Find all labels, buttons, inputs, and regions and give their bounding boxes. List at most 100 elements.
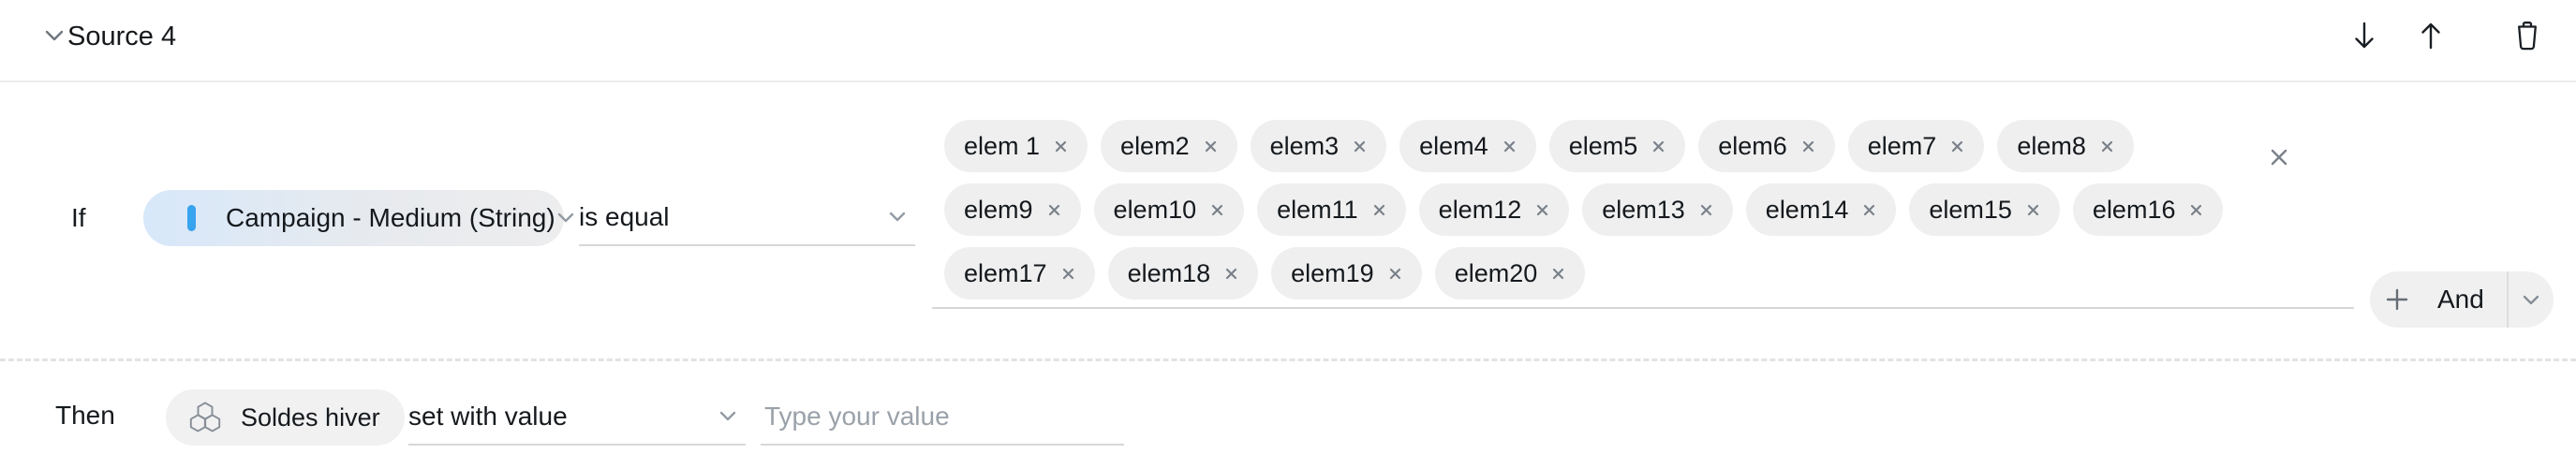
action-field-label: Soldes hiver (241, 402, 380, 431)
value-chip: elem16 (2072, 183, 2224, 236)
remove-chip-close-icon[interactable] (1047, 203, 1061, 217)
remove-chip-close-icon[interactable] (2189, 203, 2203, 217)
condition-field-label: Campaign - Medium (String) (226, 203, 555, 232)
value-chip: elem6 (1698, 120, 1835, 172)
remove-chip-close-icon[interactable] (1535, 203, 1549, 217)
header-divider (0, 80, 2576, 82)
value-chip: elem2 (1101, 120, 1237, 172)
remove-chip-close-icon[interactable] (1353, 139, 1367, 154)
section-dashed-divider (0, 358, 2576, 361)
value-chip: elem3 (1250, 120, 1387, 172)
value-chip-label: elem4 (1419, 131, 1488, 160)
remove-chip-close-icon[interactable] (1204, 139, 1218, 154)
and-button-divider (2507, 271, 2509, 328)
value-chip: elem17 (944, 247, 1095, 300)
value-chip-row: elem9 elem10 elem11 elem12 elem13 elem14 elem1… (944, 183, 2354, 236)
value-chip-label: elem5 (1568, 131, 1638, 160)
value-chip: elem7 (1847, 120, 1985, 172)
value-chip: elem19 (1271, 247, 1422, 300)
value-chip-label: elem9 (964, 195, 1033, 224)
chevron-down-icon (555, 212, 576, 225)
chevron-down-icon (887, 211, 908, 224)
value-chip-label: elem6 (1718, 131, 1787, 160)
remove-chip-close-icon[interactable] (1862, 203, 1876, 217)
value-chip-label: elem16 (2092, 195, 2176, 224)
remove-chip-close-icon[interactable] (1801, 139, 1815, 154)
value-chip-label: elem17 (964, 258, 1047, 287)
source-title: Source 4 (67, 22, 177, 51)
value-chip: elem15 (1909, 183, 2060, 236)
action-operator-dropdown[interactable]: set with value (408, 389, 746, 446)
field-type-bar-icon (187, 205, 196, 231)
value-chip-label: elem19 (1291, 258, 1374, 287)
value-chip: elem20 (1434, 247, 1586, 300)
condition-operator-dropdown[interactable]: is equal (579, 190, 915, 246)
arrow-down-icon (2347, 19, 2381, 52)
condition-keyword: If (71, 203, 86, 232)
value-chip-label: elem7 (1867, 131, 1937, 160)
condition-operator-label: is equal (579, 202, 670, 231)
chevron-down-icon (2522, 294, 2540, 306)
remove-chip-close-icon[interactable] (1224, 267, 1238, 281)
remove-chip-close-icon[interactable] (1388, 267, 1402, 281)
remove-chip-close-icon[interactable] (2100, 139, 2114, 154)
value-chip: elem8 (1997, 120, 2134, 172)
value-chip-label: elem13 (1602, 195, 1685, 224)
move-down-button[interactable] (2342, 13, 2387, 58)
value-chip-label: elem2 (1120, 131, 1190, 160)
move-up-button[interactable] (2408, 13, 2453, 58)
value-chip-label: elem3 (1269, 131, 1340, 160)
value-chip: elem14 (1745, 183, 1897, 236)
value-chip-label: elem 1 (964, 131, 1041, 160)
value-chip: elem9 (944, 183, 1081, 236)
value-chip-row: elem17 elem18 elem19 elem20 (944, 247, 2354, 300)
value-chip: elem 1 (944, 120, 1088, 172)
remove-chip-close-icon[interactable] (1210, 203, 1224, 217)
value-chip: elem12 (1418, 183, 1570, 236)
delete-button[interactable] (2505, 13, 2550, 58)
value-chip: elem13 (1582, 183, 1733, 236)
value-chip-row: elem 1 elem2 elem3 elem4 elem5 elem6 elem7 elem… (944, 120, 2354, 172)
and-options-toggle[interactable] (2509, 271, 2554, 328)
arrow-up-icon (2414, 19, 2448, 52)
value-chip-label: elem20 (1454, 258, 1538, 287)
and-button-label: And (2437, 285, 2484, 314)
remove-chip-close-icon[interactable] (2026, 203, 2040, 217)
value-chip: elem5 (1548, 120, 1686, 172)
chevron-down-icon (718, 410, 738, 423)
condition-values-input[interactable]: elem 1 elem2 elem3 elem4 elem5 elem6 elem7 elem… (932, 112, 2354, 309)
add-and-condition-button[interactable]: And (2370, 271, 2507, 328)
action-operator-label: set with value (408, 402, 568, 431)
value-chip: elem11 (1257, 183, 1406, 236)
remove-chip-close-icon[interactable] (1061, 267, 1075, 281)
remove-chip-close-icon[interactable] (1054, 139, 1068, 154)
value-chip-label: elem12 (1438, 195, 1522, 224)
value-chip: elem4 (1399, 120, 1536, 172)
plus-icon (2385, 287, 2409, 312)
value-chip: elem10 (1093, 183, 1245, 236)
value-chip-list: elem 1 elem2 elem3 elem4 elem5 elem6 elem7 elem… (944, 120, 2354, 300)
remove-chip-close-icon[interactable] (1699, 203, 1713, 217)
collapse-chevron-down-icon[interactable] (37, 21, 71, 52)
action-value-input[interactable] (761, 389, 1124, 444)
remove-chip-close-icon[interactable] (1551, 267, 1565, 281)
remove-chip-close-icon[interactable] (1503, 139, 1517, 154)
remove-chip-close-icon[interactable] (1372, 203, 1386, 217)
trash-icon (2510, 19, 2544, 52)
clear-values-close-icon[interactable] (2262, 140, 2296, 174)
action-field-dropdown[interactable]: Soldes hiver (166, 389, 405, 446)
and-button-group: And (2370, 271, 2554, 328)
value-chip-label: elem15 (1929, 195, 2012, 224)
remove-chip-close-icon[interactable] (1950, 139, 1964, 154)
condition-field-dropdown[interactable]: Campaign - Medium (String) (143, 190, 573, 246)
remove-chip-close-icon[interactable] (1651, 139, 1666, 154)
value-chip-label: elem8 (2017, 131, 2086, 160)
action-keyword: Then (55, 401, 115, 430)
value-chip-label: elem18 (1127, 258, 1211, 287)
value-chip-label: elem10 (1113, 195, 1197, 224)
source-header: Source 4 (0, 0, 2576, 82)
value-chip: elem18 (1107, 247, 1259, 300)
hexagons-icon (188, 401, 222, 434)
action-value-field (761, 389, 1124, 446)
value-chip-label: elem14 (1765, 195, 1849, 224)
